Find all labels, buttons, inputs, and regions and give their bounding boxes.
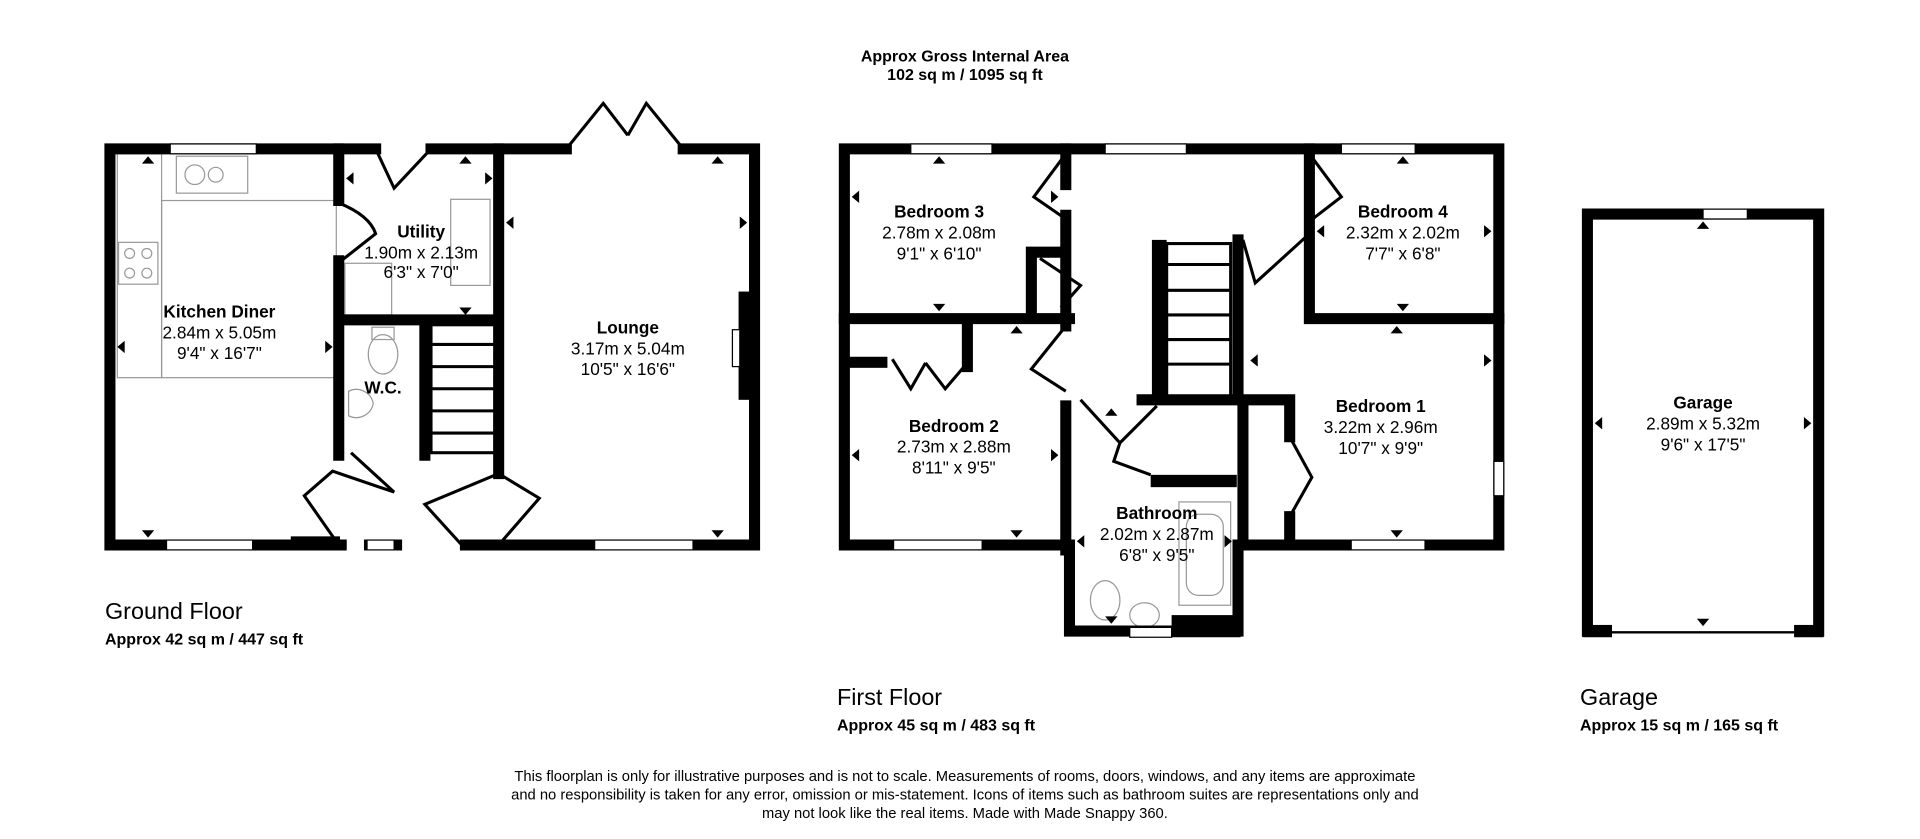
room-name-bedroom4: Bedroom 4 [1358, 202, 1448, 222]
window [1340, 143, 1416, 155]
room-imperial-bedroom4: 7'7" x 6'8" [1365, 244, 1440, 264]
bathroom-door [1079, 398, 1158, 477]
first-floor-plan: Bedroom 3 2.78m x 2.08m 9'1" x 6'10" Bed… [838, 143, 1505, 638]
garage-plan: Garage 2.89m x 5.32m 9'6" x 17'5" [1581, 208, 1825, 638]
bedroom4-door [1241, 152, 1344, 286]
room-metric-bathroom: 2.02m x 2.87m [1100, 524, 1214, 544]
room-metric-bedroom1: 3.22m x 2.96m [1324, 417, 1438, 437]
window [1702, 208, 1748, 220]
utility-sink-icon [450, 198, 491, 287]
bedroom2-door [1029, 325, 1067, 393]
utility-back-door [374, 147, 433, 191]
room-imperial-garage: 9'6" x 17'5" [1661, 434, 1746, 454]
disclaimer-line-3: may not look like the real items. Made w… [762, 806, 1168, 822]
room-imperial-kitchen: 9'4" x 16'7" [177, 343, 262, 363]
room-metric-utility: 1.90m x 2.13m [364, 242, 478, 262]
room-name-utility: Utility [397, 221, 445, 241]
room-imperial-utility: 6'3" x 7'0" [384, 262, 459, 282]
wardrobe-doors [891, 358, 969, 392]
staircase [429, 323, 497, 455]
bedroom3-door [1031, 152, 1068, 221]
window [910, 143, 993, 155]
room-metric-bedroom2: 2.73m x 2.88m [897, 437, 1011, 457]
room-name-garage: Garage [1673, 392, 1732, 412]
floor-area-ground: Approx 42 sq m / 447 sq ft [105, 632, 304, 649]
room-name-bathroom: Bathroom [1116, 503, 1197, 523]
window [1493, 460, 1505, 497]
window [366, 539, 395, 551]
room-name-bedroom1: Bedroom 1 [1336, 396, 1426, 416]
room-name-bedroom3: Bedroom 3 [894, 202, 984, 222]
hob-icon [117, 241, 159, 285]
room-metric-bedroom3: 2.78m x 2.08m [882, 223, 996, 243]
window [731, 329, 741, 368]
dimension-arrows [851, 156, 1492, 624]
toilet-icon [367, 334, 399, 375]
room-imperial-bedroom3: 9'1" x 6'10" [897, 244, 982, 264]
dimension-arrows [1594, 221, 1812, 627]
room-imperial-bedroom2: 8'11" x 9'5" [912, 458, 996, 478]
room-imperial-bathroom: 6'8" x 9'5" [1119, 545, 1194, 565]
window [892, 539, 983, 551]
basin-icon [347, 388, 374, 419]
room-name-wc: W.C. [364, 378, 401, 398]
bedroom1-wardrobe-door [1288, 435, 1314, 518]
room-metric-garage: 2.89m x 5.32m [1646, 413, 1760, 433]
staircase [1151, 239, 1233, 400]
window [165, 539, 254, 551]
gross-area-title: Approx Gross Internal Area [861, 49, 1069, 66]
kitchen-door [338, 201, 378, 263]
disclaimer-line-1: This floorplan is only for illustrative … [514, 769, 1415, 785]
window [169, 143, 257, 155]
floor-area-first: Approx 45 sq m / 483 sq ft [837, 718, 1036, 735]
toilet-icon [1089, 580, 1121, 621]
bath-icon [1178, 501, 1232, 606]
french-doors [565, 100, 685, 150]
front-door [302, 451, 396, 546]
floor-area-garage: Approx 15 sq m / 165 sq ft [1580, 718, 1779, 735]
room-name-bedroom2: Bedroom 2 [909, 416, 999, 436]
gross-area-value: 102 sq m / 1095 sq ft [887, 67, 1043, 84]
basin-icon [1129, 602, 1160, 629]
window [1129, 626, 1173, 638]
room-name-lounge: Lounge [597, 317, 659, 337]
room-imperial-bedroom1: 10'7" x 9'9" [1338, 438, 1423, 458]
sink-icon [175, 155, 249, 194]
room-metric-kitchen: 2.84m x 5.05m [162, 322, 276, 342]
room-imperial-lounge: 10'5" x 16'6" [581, 359, 675, 379]
floor-title-garage: Garage [1580, 684, 1658, 710]
dimension-arrows [117, 156, 748, 538]
room-name-kitchen: Kitchen Diner [163, 301, 275, 321]
window [594, 539, 694, 551]
floor-title-first: First Floor [837, 684, 942, 710]
floor-title-ground: Ground Floor [105, 598, 243, 624]
window [1350, 539, 1426, 551]
window [1104, 143, 1187, 155]
room-metric-bedroom4: 2.32m x 2.02m [1346, 223, 1460, 243]
lounge-door [422, 471, 542, 547]
ground-floor-plan: Kitchen Diner 2.84m x 5.05m 9'4" x 16'7"… [104, 100, 761, 551]
room-metric-lounge: 3.17m x 5.04m [571, 338, 685, 358]
cupboard-door [1039, 257, 1083, 309]
disclaimer-line-2: and no responsibility is taken for any e… [511, 788, 1419, 804]
